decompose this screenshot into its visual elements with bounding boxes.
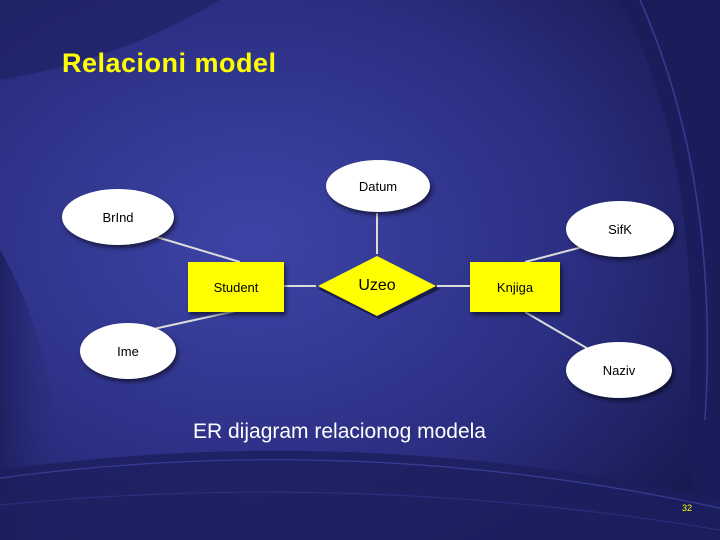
attribute-brind: BrInd bbox=[62, 189, 174, 245]
diagram-caption: ER dijagram relacionog modela bbox=[193, 420, 486, 443]
attribute-sifk: SifK bbox=[566, 201, 674, 257]
entity-knjiga: Knjiga bbox=[470, 262, 560, 312]
relationship-uzeo-label: Uzeo bbox=[358, 277, 396, 294]
slide-title: Relacioni model bbox=[62, 48, 277, 78]
page-number: 32 bbox=[681, 503, 692, 513]
attribute-datum-label: Datum bbox=[358, 178, 398, 194]
entity-knjiga-label: Knjiga bbox=[496, 279, 534, 295]
entity-student: Student bbox=[188, 262, 284, 312]
relationship-uzeo-shape bbox=[318, 256, 440, 319]
attribute-sifk-label: SifK bbox=[608, 221, 632, 237]
attribute-datum: Datum bbox=[326, 160, 430, 212]
relationship-uzeo: Uzeo bbox=[316, 254, 440, 319]
attribute-naziv: Naziv bbox=[566, 342, 672, 398]
entity-student-label: Student bbox=[213, 279, 259, 295]
attribute-naziv-label: Naziv bbox=[602, 362, 636, 378]
edge-naziv-knjiga bbox=[524, 311, 591, 351]
attribute-ime-label: Ime bbox=[117, 343, 139, 359]
attribute-brind-label: BrInd bbox=[102, 209, 134, 225]
attribute-ime: Ime bbox=[80, 323, 176, 379]
